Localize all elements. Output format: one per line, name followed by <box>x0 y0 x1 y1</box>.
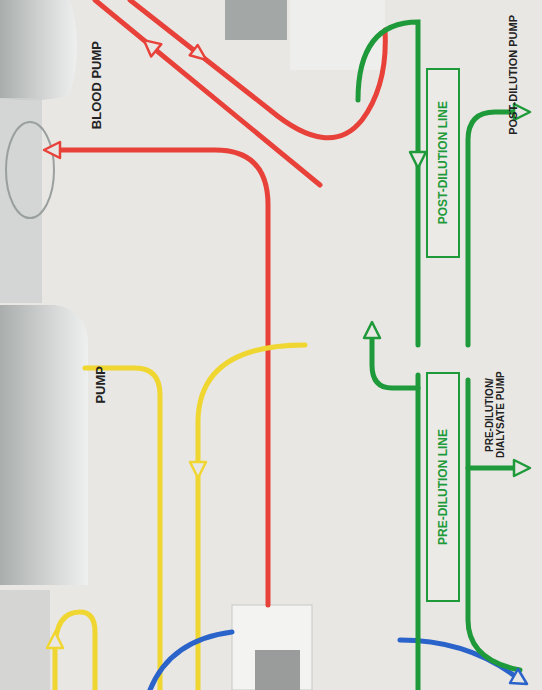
blood-pump-housing <box>0 0 77 100</box>
flow-arrowhead <box>190 462 206 478</box>
substitution-line <box>468 112 522 345</box>
yellow-line <box>55 612 95 690</box>
flow-arrowhead <box>514 460 530 476</box>
blood-line <box>95 0 320 185</box>
yellow-line <box>198 345 305 690</box>
housing-part <box>290 0 385 70</box>
flow-arrowhead <box>47 632 63 648</box>
pump-label-area: POST-DILUTION PUMP <box>490 0 538 150</box>
substitution-line <box>358 22 418 345</box>
line-label-box: POST-DILUTION LINE <box>426 68 460 258</box>
dialysate-line <box>150 632 232 690</box>
pump-label-area: PUMP <box>88 355 114 415</box>
tube-holder <box>0 98 42 303</box>
line-name: POST-DILUTION LINE <box>437 101 450 224</box>
pump-label: BLOOD PUMP <box>90 41 104 129</box>
flow-arrowhead <box>364 322 380 338</box>
flow-arrowhead <box>410 152 426 168</box>
pump-label-area: BLOOD PUMP <box>76 40 118 130</box>
blood-line <box>130 0 385 138</box>
pump-label: PRE-DILUTION/ DIALYSATE PUMP <box>485 365 506 465</box>
flow-arrowhead <box>144 40 162 56</box>
tube-holder <box>6 122 54 218</box>
pump-housing <box>0 305 88 585</box>
substitution-line <box>416 375 421 690</box>
flow-arrowhead <box>44 142 60 158</box>
flow-arrowhead <box>190 45 207 60</box>
line-label-box: PRE-DILUTION LINE <box>426 372 460 602</box>
housing-part <box>232 605 312 690</box>
pump-label: POST-DILUTION PUMP <box>508 15 520 135</box>
flow-arrowhead <box>510 669 527 684</box>
housing-part <box>0 590 50 690</box>
pump-label-area: PRE-DILUTION/ DIALYSATE PUMP <box>474 365 516 465</box>
housing-part <box>225 0 287 40</box>
line-name: PRE-DILUTION LINE <box>437 429 450 545</box>
substitution-line <box>468 466 520 471</box>
pump-label: PUMP <box>94 366 108 404</box>
housing-part <box>255 650 300 690</box>
